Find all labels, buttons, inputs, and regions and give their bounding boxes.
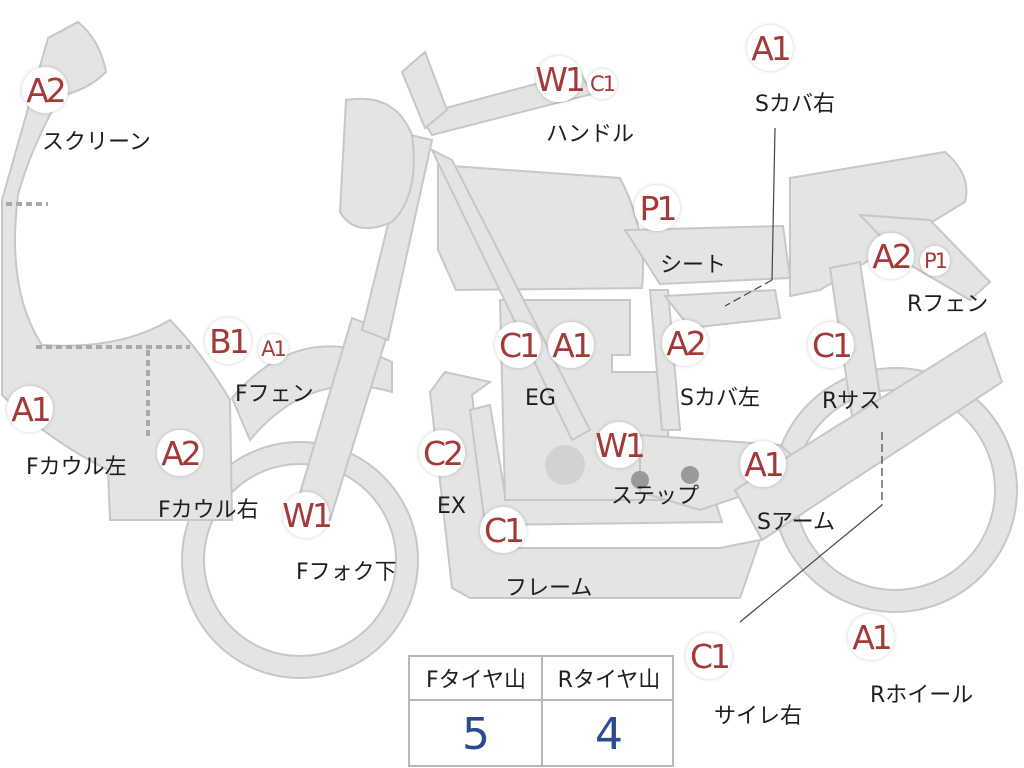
handle-grade-badge: W1	[535, 56, 586, 102]
seat-grade-badge: P1	[634, 185, 680, 231]
f-cowl-left-label: Fカウル左	[26, 455, 127, 480]
r-wheel-label: Rホイール	[870, 683, 974, 708]
r-fender-grade-badge-secondary: P1	[920, 246, 950, 276]
exhaust-grade-badge: C2	[419, 430, 465, 476]
seat-label: シート	[660, 253, 727, 278]
f-cowl-right-grade-badge: A2	[157, 430, 203, 476]
r-suspension-grade-badge: C1	[808, 322, 854, 368]
side-cover-left-grade-badge: A2	[662, 320, 708, 366]
engine-grade-badge: C1	[495, 322, 541, 368]
silencer-right-grade-badge: C1	[686, 633, 732, 679]
step-label: ステップ	[611, 484, 700, 509]
silencer-shape	[733, 331, 1004, 542]
handle-grade-badge-secondary: C1	[587, 69, 617, 99]
r-fender-label: Rフェン	[907, 292, 989, 317]
silencer-right-label: サイレ右	[714, 704, 803, 729]
f-fender-label: Fフェン	[235, 382, 314, 407]
f-cowl-left-grade-badge: A1	[7, 386, 53, 432]
handle-label: ハンドル	[546, 122, 635, 147]
swing-arm-label: Sアーム	[757, 510, 835, 535]
screen-grade-badge: A2	[22, 67, 68, 113]
f-fender-grade-badge-secondary: A1	[258, 334, 288, 364]
tire-tread-table: Fタイヤ山 Rタイヤ山 5 4	[408, 655, 674, 767]
step-grade-badge: W1	[595, 422, 646, 468]
frame-shape	[428, 370, 762, 599]
headlight-shape	[338, 97, 415, 229]
f-fork-label: Fフォク下	[296, 560, 397, 585]
r-fender-grade-badge: A2	[868, 233, 914, 279]
leader-silencer-right	[739, 504, 883, 623]
engine-grade-badge-secondary: A1	[548, 322, 594, 368]
front-wheel	[181, 441, 419, 679]
screen-label: スクリーン	[42, 130, 151, 155]
r-suspension-label: Rサス	[822, 389, 881, 414]
rear-tire-tread-header: Rタイヤ山	[557, 668, 661, 693]
f-fender-grade-badge: B1	[205, 318, 251, 364]
engine-label: EG	[525, 386, 556, 411]
swing-arm-grade-badge: A1	[740, 441, 786, 487]
frame-grade-badge: C1	[480, 507, 526, 553]
f-fork-grade-badge: W1	[282, 492, 333, 538]
r-wheel-grade-badge: A1	[848, 614, 894, 660]
side-cover-shape	[663, 288, 782, 330]
f-cowl-right-label: Fカウル右	[158, 498, 259, 523]
front-tire-tread-value: 5	[462, 708, 490, 760]
exhaust-label: EX	[437, 494, 466, 519]
frame-label: フレーム	[505, 576, 593, 601]
front-cowl-shape	[1, 20, 234, 521]
leader-side-cover-right	[771, 127, 776, 281]
rear-tire-tread-value: 4	[595, 708, 623, 760]
front-tire-tread-header: Fタイヤ山	[426, 668, 526, 693]
side-cover-left-label: Sカバ左	[680, 386, 760, 411]
side-cover-right-grade-badge: A1	[747, 25, 793, 71]
table-divider-vertical	[541, 657, 543, 767]
side-cover-right-label: Sカバ右	[755, 92, 835, 117]
